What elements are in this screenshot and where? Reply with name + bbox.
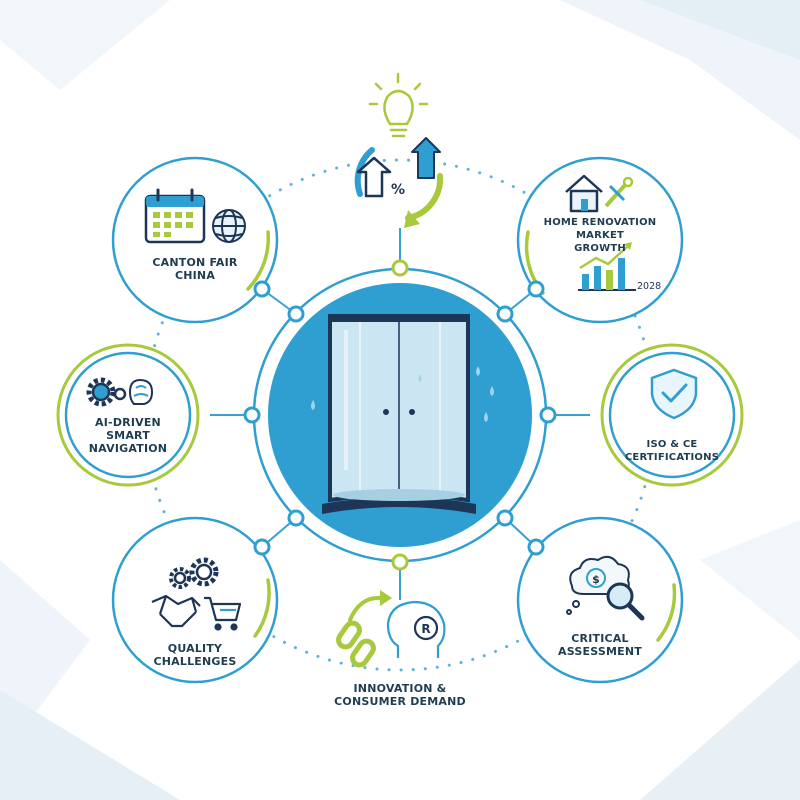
handshake-icon	[151, 594, 201, 628]
label-line: ISO & CE	[646, 439, 698, 450]
label-line: ASSESSMENT	[558, 645, 642, 658]
label-line: NAVIGATION	[88, 442, 168, 455]
chain-link-icon	[336, 620, 376, 668]
satellite-critical	[516, 516, 684, 684]
innovation-arrow-icon	[348, 590, 392, 622]
chart-year-label: 2028	[637, 281, 661, 292]
label-home-renovation: HOME RENOVATION MARKET GROWTH	[520, 216, 680, 255]
shower-enclosure-icon	[322, 314, 476, 514]
label-line: QUALITY	[167, 642, 223, 655]
label-line: CHINA	[174, 269, 216, 282]
label-certifications: ISO & CE CERTIFICATIONS	[617, 438, 727, 464]
lightbulb-icon	[368, 72, 429, 138]
magnifier-icon	[606, 582, 645, 621]
shopping-cart-icon	[204, 596, 242, 631]
house-tools-icon	[565, 174, 634, 213]
node-dots	[243, 259, 557, 571]
globe-icon	[212, 209, 246, 243]
bar-chart-growth-icon	[578, 242, 636, 291]
label-line: CERTIFICATIONS	[624, 452, 720, 463]
svg-text:R: R	[421, 622, 430, 636]
gears-icon	[86, 377, 127, 407]
label-line: SMART	[106, 429, 150, 442]
water-droplets	[311, 366, 494, 422]
label-critical-assessment: CRITICAL ASSESSMENT	[545, 632, 655, 658]
label-quality-challenges: QUALITY CHALLENGES	[140, 642, 250, 668]
label-line: INNOVATION &	[353, 682, 447, 695]
label-canton-fair: CANTON FAIR CHINA	[135, 256, 255, 282]
label-line: CONSUMER DEMAND	[334, 695, 466, 708]
percent-symbol: %	[391, 182, 405, 198]
brain-icon	[128, 378, 154, 405]
calendar-icon	[144, 188, 206, 244]
shield-check-icon	[650, 368, 698, 420]
label-line: HOME RENOVATION MARKET	[543, 217, 657, 241]
label-ai-navigation: AI-DRIVEN SMART NAVIGATION	[78, 416, 178, 455]
label-line: AI-DRIVEN	[95, 416, 161, 429]
satellite-ai	[56, 343, 200, 487]
head-registered-icon: R	[386, 600, 446, 658]
label-line: CANTON FAIR	[152, 256, 238, 269]
gear-icon	[169, 557, 219, 589]
label-line: CHALLENGES	[153, 655, 237, 668]
label-line: CRITICAL	[571, 632, 629, 645]
label-line: GROWTH	[574, 243, 626, 254]
up-arrow-percent-icon	[354, 137, 444, 228]
svg-text:$: $	[592, 573, 600, 586]
label-innovation-demand: INNOVATION & CONSUMER DEMAND	[320, 682, 480, 708]
